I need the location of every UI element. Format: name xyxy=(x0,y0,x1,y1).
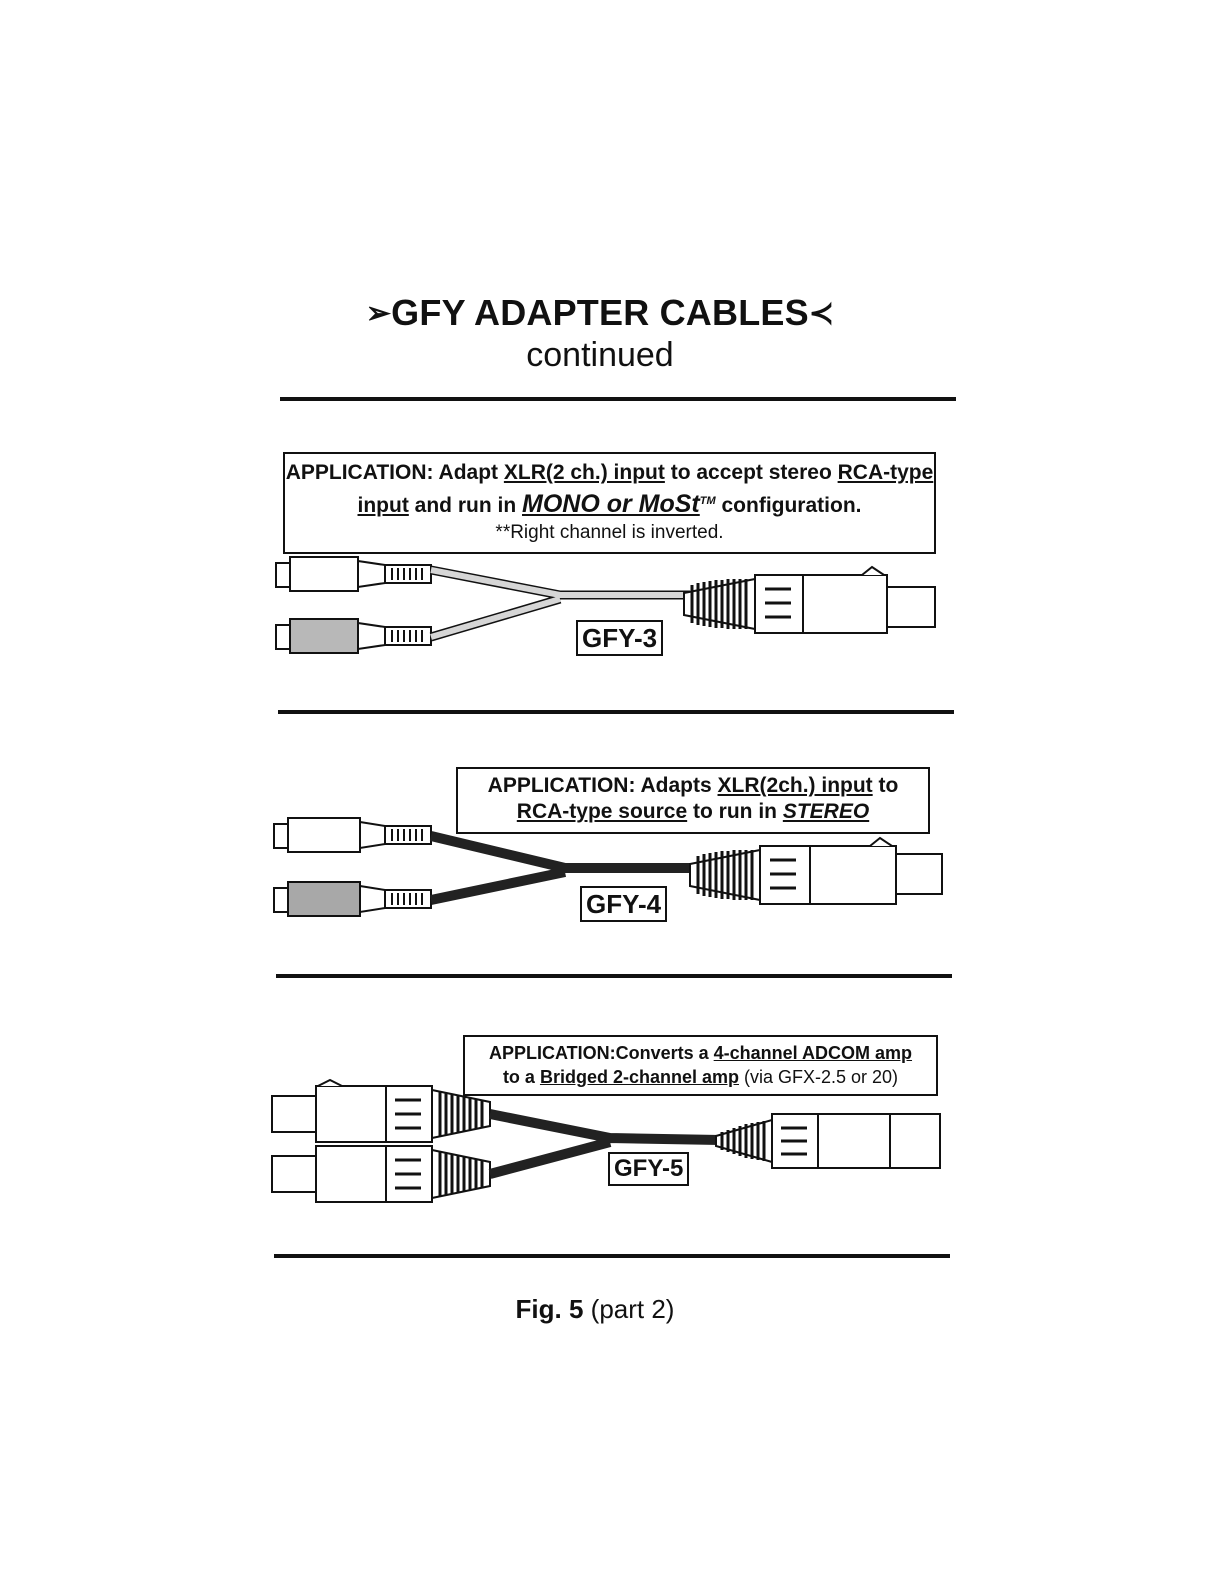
divider-top xyxy=(280,397,956,401)
gfy3-cable-illustration xyxy=(275,556,936,654)
rca-source-link: RCA-type source xyxy=(516,800,688,823)
right-arrow-icon: ➢ xyxy=(365,297,392,330)
xlr-connector-top-icon xyxy=(271,1078,491,1143)
rca-plug-white-icon xyxy=(273,817,432,853)
page-subtitle: continued xyxy=(526,336,674,374)
application-box-gfy4: APPLICATION: Adapts XLR(2ch.) input to R… xyxy=(456,767,930,834)
title-text: GFY ADAPTER CABLES xyxy=(391,292,809,333)
note-text: **Right channel is inverted. xyxy=(495,522,724,543)
bridged-amp-link: Bridged 2-channel amp xyxy=(539,1067,739,1087)
adcom-amp-link: 4-channel ADCOM amp xyxy=(713,1043,913,1063)
model-label-gfy5: GFY-5 xyxy=(608,1152,690,1186)
left-arrow-icon: ≺ xyxy=(808,297,835,330)
rca-plug-white-icon xyxy=(275,556,432,592)
mode-label: MONO or MoSt xyxy=(522,490,700,518)
xlr-connector-bottom-icon xyxy=(271,1145,491,1203)
rca-input-link: RCA-type input xyxy=(357,461,934,517)
xlr-connector-icon xyxy=(683,565,936,634)
gfy5-cable-illustration xyxy=(271,1078,941,1203)
model-label-gfy4: GFY-4 xyxy=(580,886,668,922)
gfy4-cable-illustration xyxy=(273,817,943,917)
divider-2 xyxy=(276,974,952,978)
rca-plug-gray-icon xyxy=(273,881,432,917)
xlr-connector-right-icon xyxy=(715,1113,941,1169)
mode-label: STEREO xyxy=(782,800,870,823)
divider-1 xyxy=(278,710,954,714)
figure-caption: Fig. 5 (part 2) xyxy=(515,1294,675,1324)
model-label-gfy3: GFY-3 xyxy=(576,620,664,656)
application-box-gfy5: APPLICATION:Converts a 4-channel ADCOM a… xyxy=(463,1035,938,1096)
page-title: ➢GFY ADAPTER CABLES≺ xyxy=(0,292,1200,334)
rca-plug-gray-icon xyxy=(275,618,432,654)
divider-bottom xyxy=(274,1254,950,1258)
xlr-connector-icon xyxy=(689,836,943,905)
xlr-input-link: XLR(2ch.) input xyxy=(717,774,873,797)
xlr-input-link: XLR(2 ch.) input xyxy=(503,461,665,484)
application-box-gfy3: APPLICATION: Adapt XLR(2 ch.) input to a… xyxy=(283,452,936,554)
